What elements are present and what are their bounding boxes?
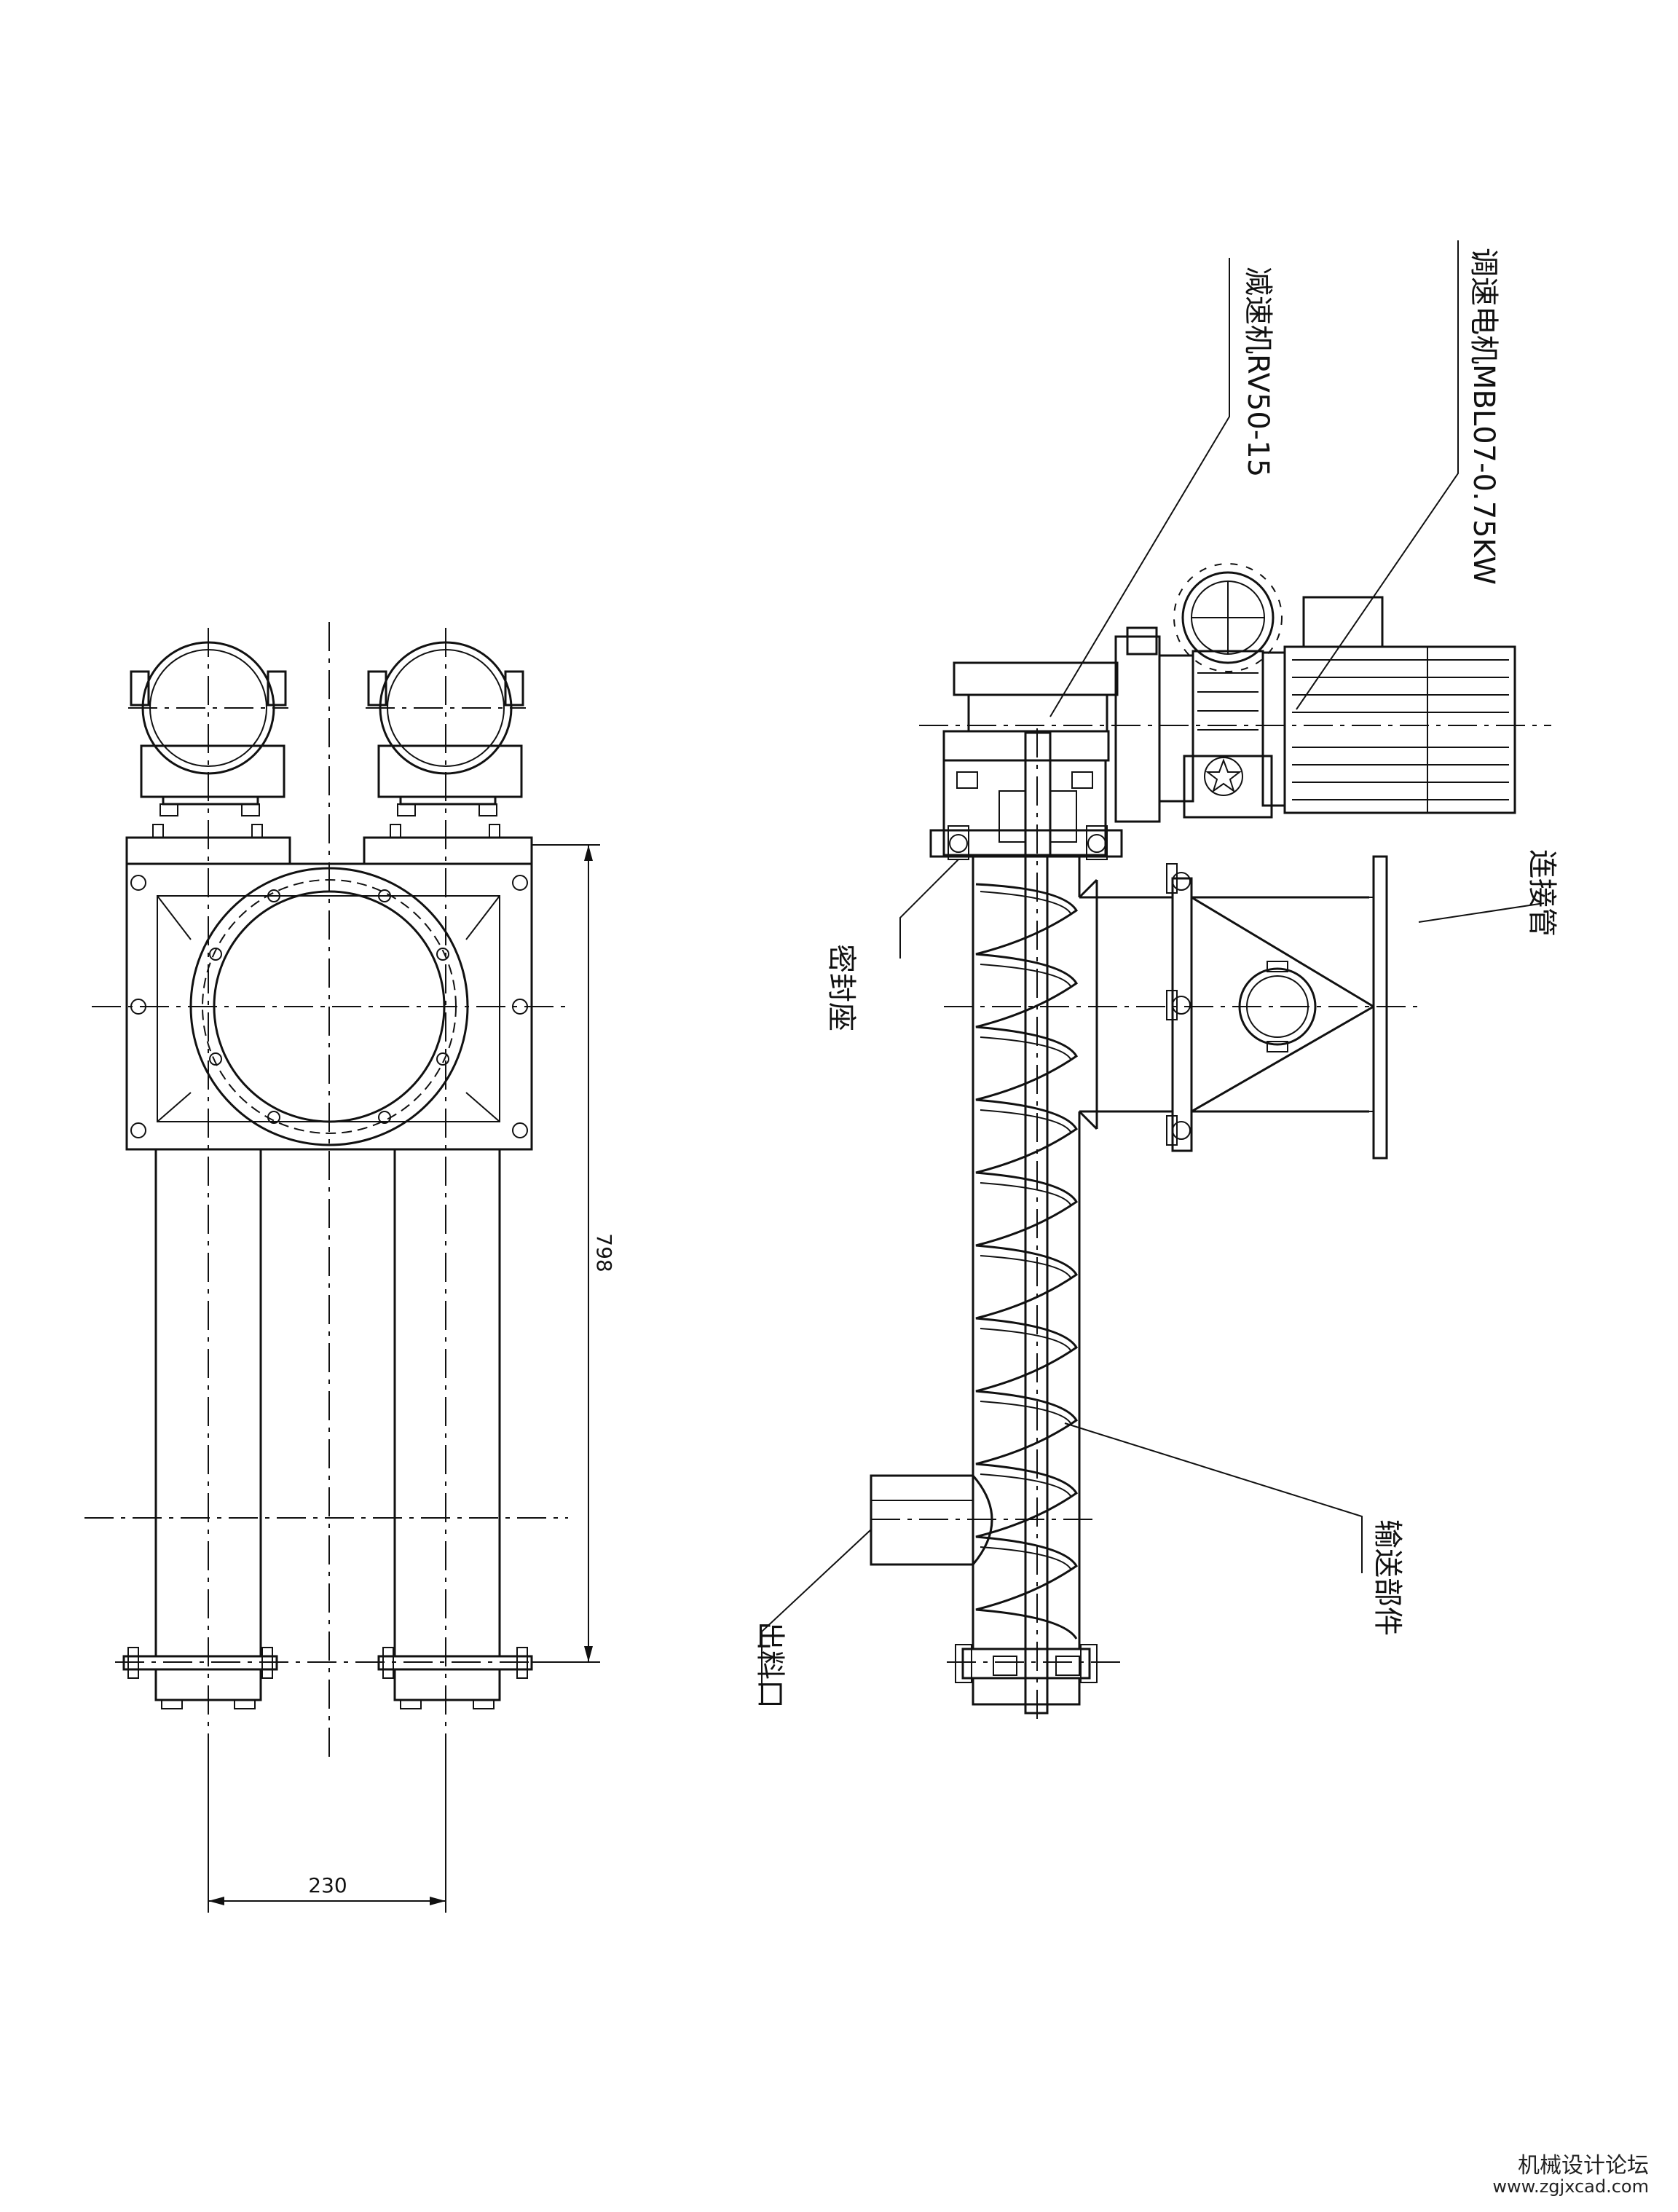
flange-bolts: [209, 889, 449, 1124]
dimension-height: 798: [532, 844, 616, 1663]
conveying-part-label: 输送部件: [1371, 1519, 1404, 1636]
dimension-spacing-text: 230: [308, 1873, 347, 1897]
motor-label: 调速电机MBL07-0.75KW: [1467, 248, 1500, 585]
side-view: [761, 240, 1551, 1726]
dimension-height-text: 798: [592, 1233, 616, 1272]
star-icon: [1204, 757, 1243, 796]
front-view: 798 230: [84, 622, 616, 1913]
reducer-label: 减速机RV50-15: [1241, 267, 1275, 477]
screw-flights: [975, 883, 1079, 1640]
seal-seat-label: 密封座: [824, 944, 858, 1031]
connector-label: 连接管: [1525, 849, 1559, 937]
outlet-label: 出料口: [753, 1621, 787, 1709]
watermark-url: www.zgjxcad.com: [1492, 2176, 1649, 2197]
watermark: 机械设计论坛 www.zgjxcad.com: [1492, 2154, 1649, 2196]
dimension-spacing: 230: [208, 1748, 446, 1913]
watermark-name: 机械设计论坛: [1518, 2153, 1649, 2179]
gear-icon: [1173, 563, 1283, 672]
